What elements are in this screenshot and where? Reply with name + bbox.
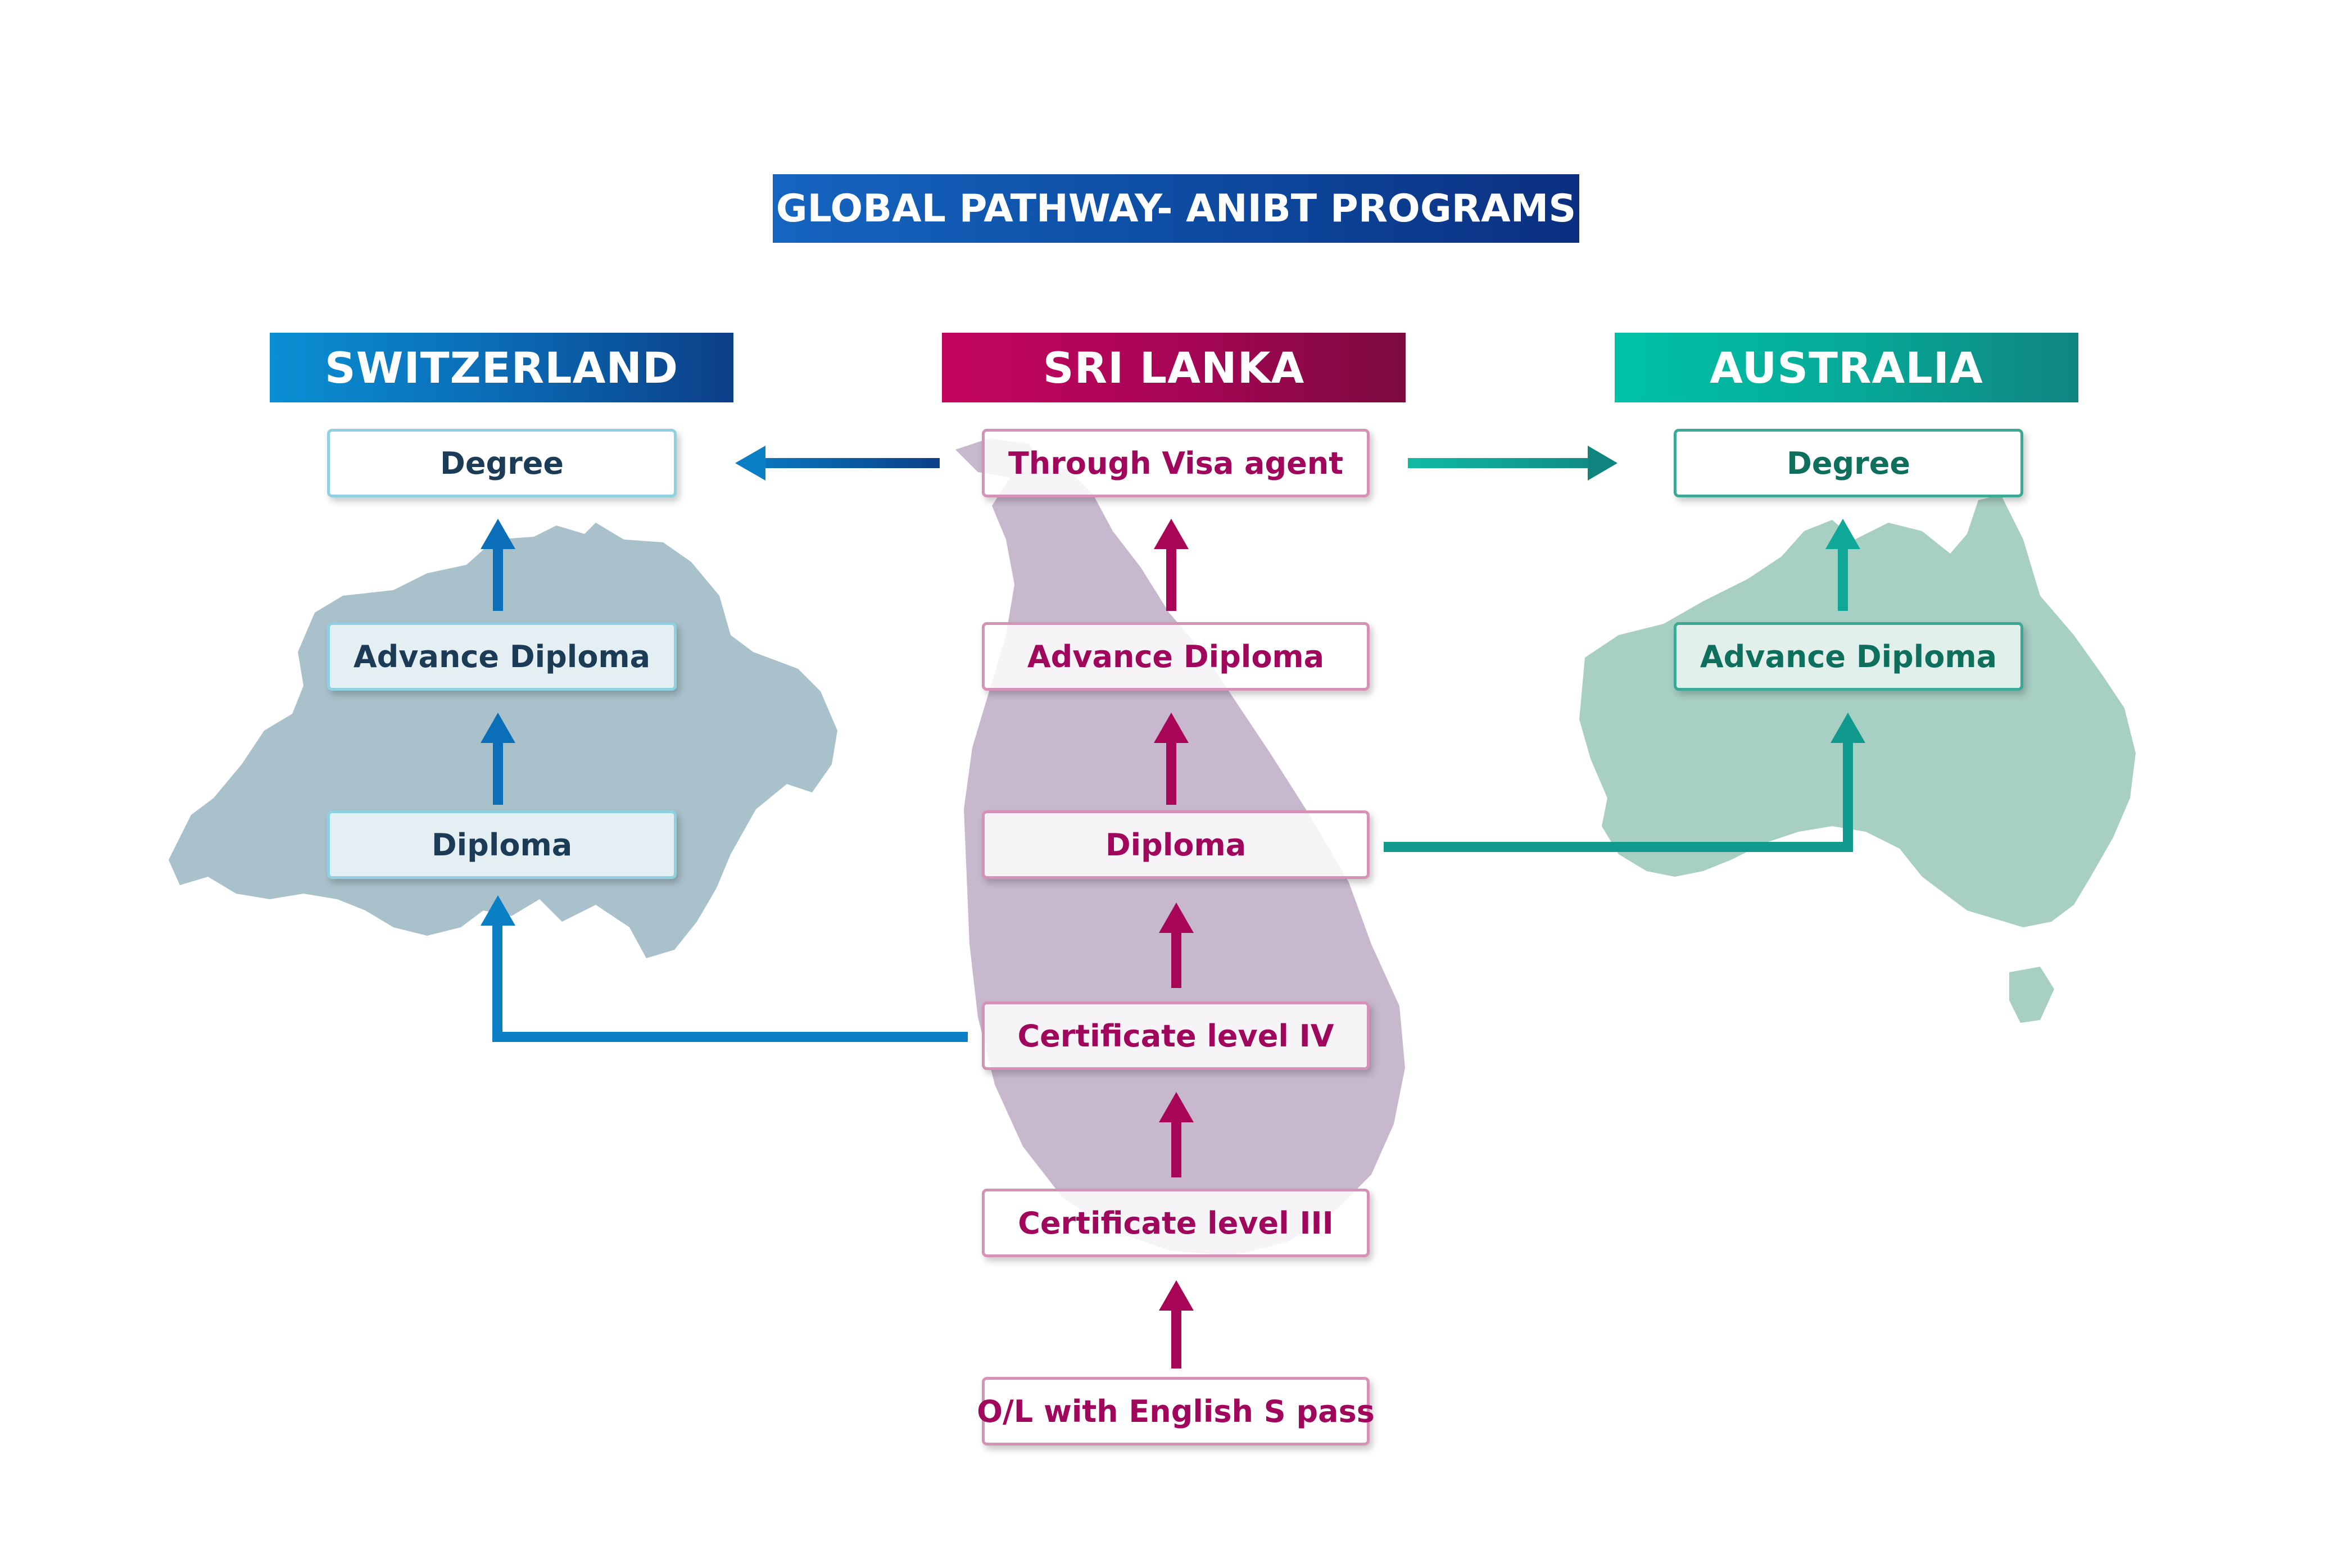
arrow-ch-diploma-to-advance-diploma [481, 713, 515, 805]
lk-cert-iv-box: Certificate level IV [982, 1001, 1370, 1070]
page-title: GLOBAL PATHWAY- ANIBT PROGRAMS [773, 174, 1579, 243]
ch-advance-diploma-box: Advance Diploma [327, 622, 677, 691]
country-header-sri-lanka: SRI LANKA [942, 333, 1406, 402]
arrow-au-advance-diploma-to-degree [1825, 519, 1860, 611]
tasmania-map [2009, 967, 2054, 1023]
lk-advance-diploma-box: Advance Diploma [982, 622, 1370, 691]
au-advance-diploma-box: Advance Diploma [1674, 622, 2023, 691]
arrow-diploma-to-au-advance-diploma [1384, 713, 1865, 852]
arrow-cert-iv-to-diploma [1159, 903, 1194, 988]
arrow-advance-diploma-to-visa-agent [1154, 519, 1189, 611]
arrow-visa-to-au-degree [1408, 446, 1617, 481]
country-header-australia: AUSTRALIA [1615, 333, 2078, 402]
lk-visa-agent-box: Through Visa agent [982, 429, 1370, 497]
lk-diploma-box: Diploma [982, 810, 1370, 879]
ch-diploma-box: Diploma [327, 810, 677, 879]
arrow-entry-to-cert-iii [1159, 1280, 1194, 1368]
country-header-switzerland: SWITZERLAND [270, 333, 733, 402]
arrow-cert-iii-to-cert-iv [1159, 1092, 1194, 1177]
ch-degree-box: Degree [327, 429, 677, 497]
lk-entry-requirement-box: O/L with English S pass [977, 1377, 1375, 1445]
arrow-ch-advance-diploma-to-degree [481, 519, 515, 611]
lk-cert-iii-box: Certificate level III [982, 1189, 1370, 1257]
australia-map [1579, 495, 2136, 927]
arrow-cert-iv-to-ch-diploma [481, 895, 968, 1042]
arrow-diploma-to-advance-diploma [1154, 713, 1189, 805]
au-degree-box: Degree [1674, 429, 2023, 497]
arrow-visa-to-ch-degree [735, 446, 940, 481]
